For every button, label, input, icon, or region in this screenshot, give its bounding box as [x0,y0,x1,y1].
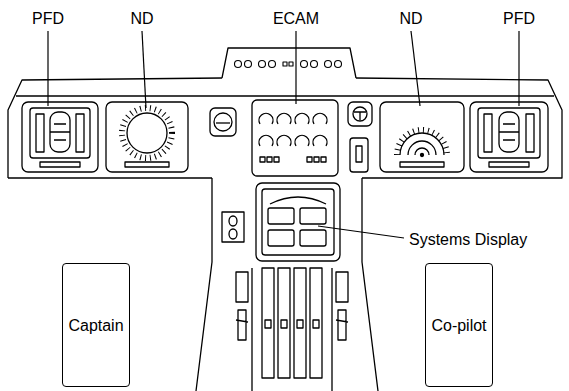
pedestal-outline [196,178,378,391]
glareshield-knobs [235,61,342,68]
seat-box: Co-pilot [425,263,493,387]
leader-lines [48,31,519,238]
standby-instrument [210,108,236,136]
seat-label: Captain [68,316,123,335]
display-label: ECAM [271,9,321,28]
display-label: PFD [501,9,537,28]
nd-left [106,102,188,172]
small-gauges [348,102,372,172]
pfd-right [470,102,548,172]
systems-display [256,183,340,261]
display-label: PFD [30,9,66,28]
panel-inner-line [16,95,554,96]
pfd-left [22,102,98,172]
ecam-display [252,100,338,176]
throttle-quadrant [236,268,348,391]
display-label: ND [397,9,424,28]
switch-panel [222,212,244,242]
glareshield [222,48,356,78]
panel-outline [8,78,562,178]
display-label: ND [128,9,155,28]
seat-label: Co-pilot [431,316,486,335]
callout-label: Systems Display [407,230,529,249]
nd-right [380,102,464,172]
panel-lower-edge [8,177,212,178]
seat-box: Captain [62,263,130,387]
